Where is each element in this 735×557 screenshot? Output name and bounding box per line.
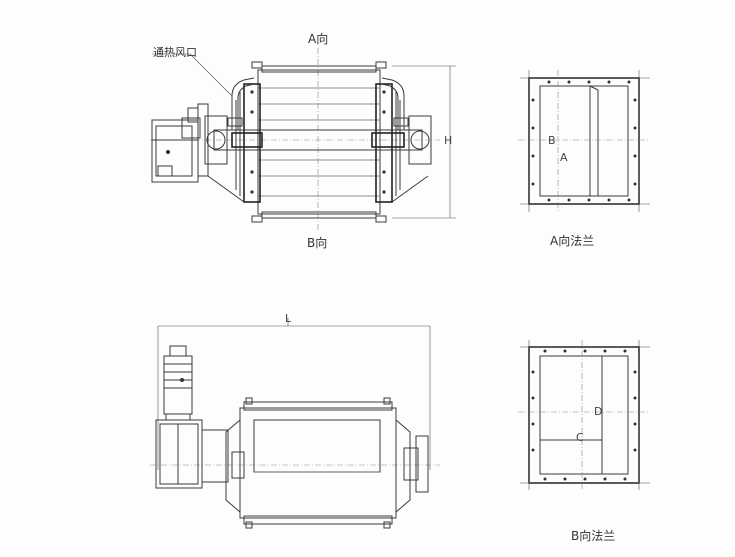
- flange-a-title: A向法兰: [550, 234, 595, 248]
- flange-b-title: B向法兰: [571, 529, 616, 543]
- heat-vent-label: 通热风口: [153, 46, 197, 59]
- flange-b-bolts: [531, 349, 637, 481]
- flange-a-dim-a: A: [560, 151, 568, 164]
- front-view: [150, 48, 456, 232]
- b-direction-label: B向: [307, 236, 328, 250]
- dim-l-label: L: [285, 312, 292, 325]
- flange-a-dim-b: B: [548, 134, 556, 147]
- flange-a-bolts: [531, 80, 637, 202]
- flange-a-view: [518, 70, 650, 212]
- flange-b-view: [518, 340, 650, 490]
- dim-h-label: H: [444, 134, 453, 147]
- side-view: [150, 318, 440, 529]
- a-direction-label: A向: [308, 32, 329, 46]
- flange-b-dim-d: D: [594, 405, 603, 418]
- flange-b-dim-c: C: [576, 431, 584, 444]
